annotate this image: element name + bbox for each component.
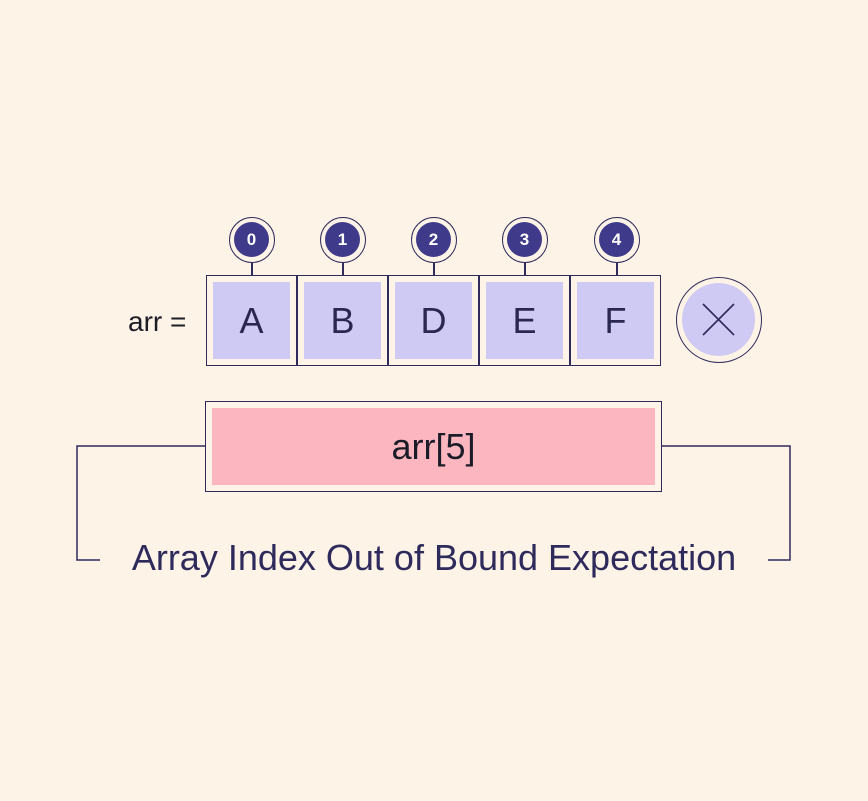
index-badge: 1 <box>320 217 366 277</box>
array-cell: B <box>297 275 388 366</box>
access-expression: arr[5] <box>212 408 655 485</box>
index-badge: 0 <box>229 217 275 277</box>
array-cell: A <box>206 275 297 366</box>
index-label: 2 <box>416 222 451 257</box>
caption: Array Index Out of Bound Expectation <box>131 537 737 578</box>
right-bracket <box>662 445 791 561</box>
x-icon <box>702 303 735 336</box>
array-label: arr = <box>128 306 187 337</box>
index-label: 0 <box>234 222 269 257</box>
left-bracket <box>76 445 205 561</box>
index-label: 1 <box>325 222 360 257</box>
index-label: 4 <box>599 222 634 257</box>
array-cell-value: A <box>213 282 290 359</box>
array-cell-value: D <box>395 282 472 359</box>
array-cell: E <box>479 275 570 366</box>
array-cell: F <box>570 275 661 366</box>
index-badge: 4 <box>594 217 640 277</box>
array-cell-value: F <box>577 282 654 359</box>
array-cell: D <box>388 275 479 366</box>
out-of-bounds-marker <box>676 277 762 363</box>
index-badge: 3 <box>502 217 548 277</box>
index-label: 3 <box>507 222 542 257</box>
array-cell-value: E <box>486 282 563 359</box>
index-badge: 2 <box>411 217 457 277</box>
array-cell-value: B <box>304 282 381 359</box>
access-expression-box: arr[5] <box>205 401 662 492</box>
